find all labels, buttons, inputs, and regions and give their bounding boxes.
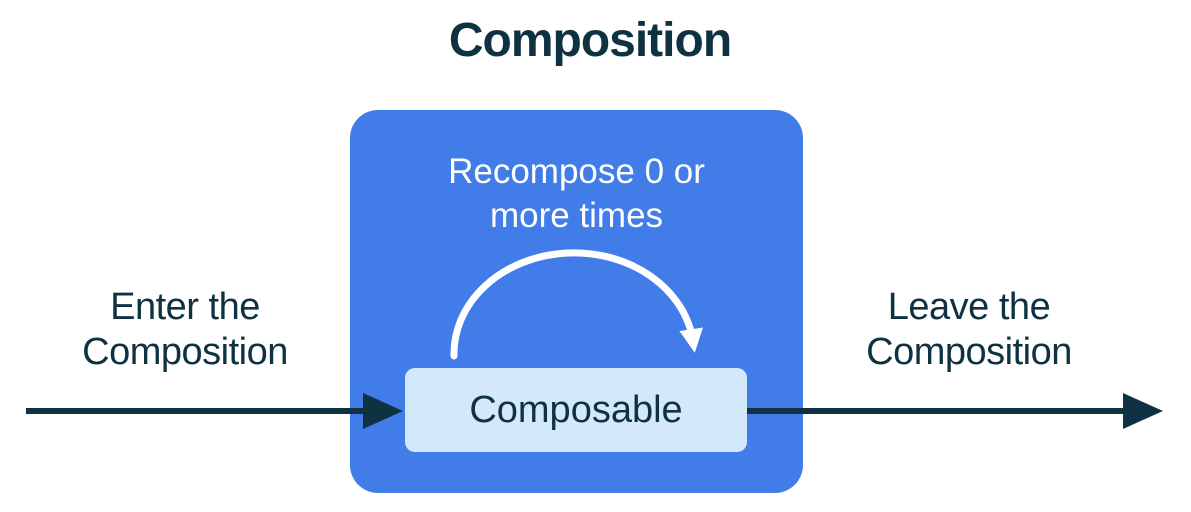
enter-arrowhead-icon	[363, 393, 403, 429]
leave-arrowhead-icon	[1123, 393, 1163, 429]
leave-composition-label-line2: Composition	[866, 331, 1072, 373]
enter-composition-label-line1: Enter the	[110, 286, 260, 328]
enter-arrow-shaft	[26, 408, 365, 414]
leave-composition-label-line1: Leave the	[887, 286, 1051, 328]
recompose-label-line1: Recompose 0 or	[448, 152, 705, 191]
recompose-label: Recompose 0 or more times	[350, 150, 803, 238]
page-title: Composition	[448, 14, 732, 67]
recompose-label-line2: more times	[489, 196, 664, 235]
leave-arrow-shaft	[747, 408, 1129, 414]
composable-label: Composable	[469, 388, 683, 431]
enter-composition-label: Enter the Composition	[25, 285, 345, 375]
composable-box: Composable	[405, 368, 747, 452]
enter-composition-label-line2: Composition	[82, 331, 288, 373]
leave-composition-label: Leave the Composition	[809, 285, 1129, 375]
composition-box: Recompose 0 or more times Composable	[350, 110, 803, 493]
recompose-arc-arrow-icon	[450, 249, 703, 360]
